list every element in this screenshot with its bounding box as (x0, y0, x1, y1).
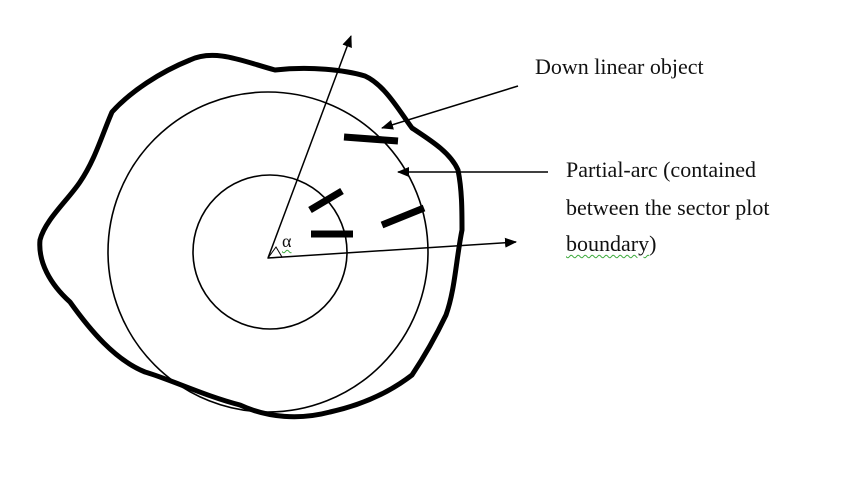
label-partial-arc-line-3: boundary) (566, 231, 656, 257)
sector-boundary-ray-right (267, 237, 517, 259)
label-partial-arc-line-3-paren: ) (649, 231, 657, 256)
outer-circle (107, 91, 429, 413)
angle-vertex-marker (266, 246, 283, 259)
plot-boundary-outline (37, 52, 465, 420)
callout-arrow-down-linear-object (381, 85, 519, 130)
label-partial-arc-line-3-word: boundary (566, 231, 650, 256)
label-down-linear-object: Down linear object (535, 54, 704, 79)
label-angle-alpha: α (282, 231, 292, 251)
down-linear-object-2 (308, 187, 344, 214)
label-partial-arc-line-1: Partial-arc (contained (566, 157, 756, 182)
label-partial-arc-line-2: between the sector plot (566, 195, 770, 220)
sector-boundary-ray-up (267, 35, 352, 259)
inner-circle (192, 174, 348, 330)
down-linear-object-3 (380, 204, 426, 229)
down-linear-object-1 (343, 133, 399, 145)
